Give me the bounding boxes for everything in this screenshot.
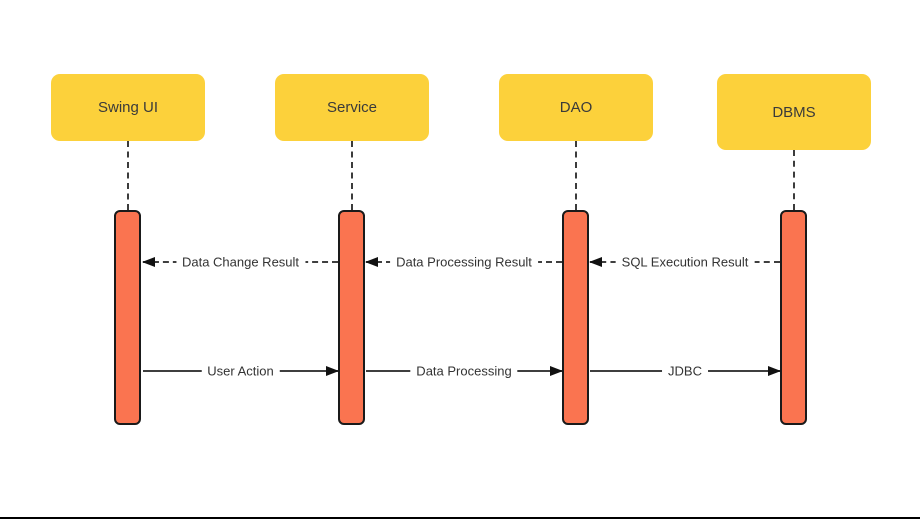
activation-bar-dbms — [780, 210, 807, 425]
activation-bar-dao — [562, 210, 589, 425]
actor-label-service: Service — [326, 99, 378, 116]
arrowhead-left-icon — [365, 257, 378, 267]
actor-label-dbms: DBMS — [772, 103, 816, 121]
lifeline-dbms — [793, 150, 795, 210]
arrowhead-right-icon — [768, 366, 781, 376]
message-label-data-processing: Data Processing — [410, 363, 518, 379]
message-label-jdbc: JDBC — [662, 363, 708, 379]
actor-box-dbms: DBMS — [717, 74, 871, 150]
message-label-sql-execution-result: SQL Execution Result — [615, 254, 755, 270]
message-label-data-change-result: Data Change Result — [175, 254, 306, 270]
message-user-action: User Action — [143, 363, 339, 379]
arrowhead-right-icon — [326, 366, 339, 376]
actor-label-swing-ui: Swing UI — [97, 99, 159, 116]
bottom-border-line — [0, 517, 920, 519]
actor-box-service: Service — [275, 74, 429, 141]
activation-bar-service — [338, 210, 365, 425]
arrowhead-left-icon — [142, 257, 155, 267]
arrowhead-left-icon — [589, 257, 602, 267]
message-jdbc: JDBC — [590, 363, 781, 379]
actor-box-dao: DAO — [499, 74, 653, 141]
message-label-user-action: User Action — [201, 363, 280, 379]
message-data-change-result: Data Change Result — [142, 254, 338, 270]
message-data-processing-result: Data Processing Result — [365, 254, 562, 270]
message-data-processing: Data Processing — [366, 363, 563, 379]
actor-label-dao: DAO — [559, 99, 593, 116]
message-label-data-processing-result: Data Processing Result — [390, 254, 538, 270]
actor-box-swing-ui: Swing UI — [51, 74, 205, 141]
message-sql-execution-result: SQL Execution Result — [589, 254, 780, 270]
lifeline-service — [351, 141, 353, 210]
arrowhead-right-icon — [550, 366, 563, 376]
activation-bar-swing-ui — [114, 210, 141, 425]
lifeline-swing-ui — [127, 141, 129, 210]
lifeline-dao — [575, 141, 577, 210]
